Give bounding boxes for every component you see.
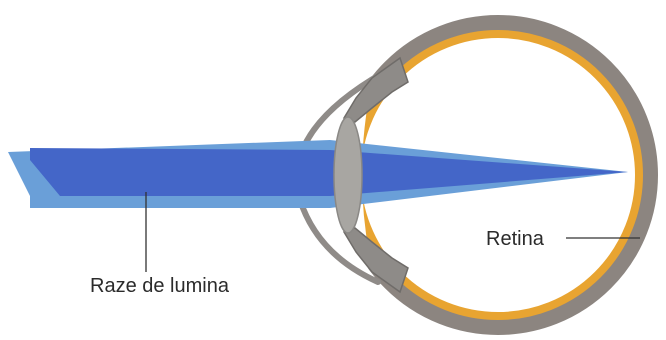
lens <box>334 117 362 233</box>
label-light-rays: Raze de lumina <box>90 275 230 297</box>
label-retina: Retina <box>486 228 545 250</box>
